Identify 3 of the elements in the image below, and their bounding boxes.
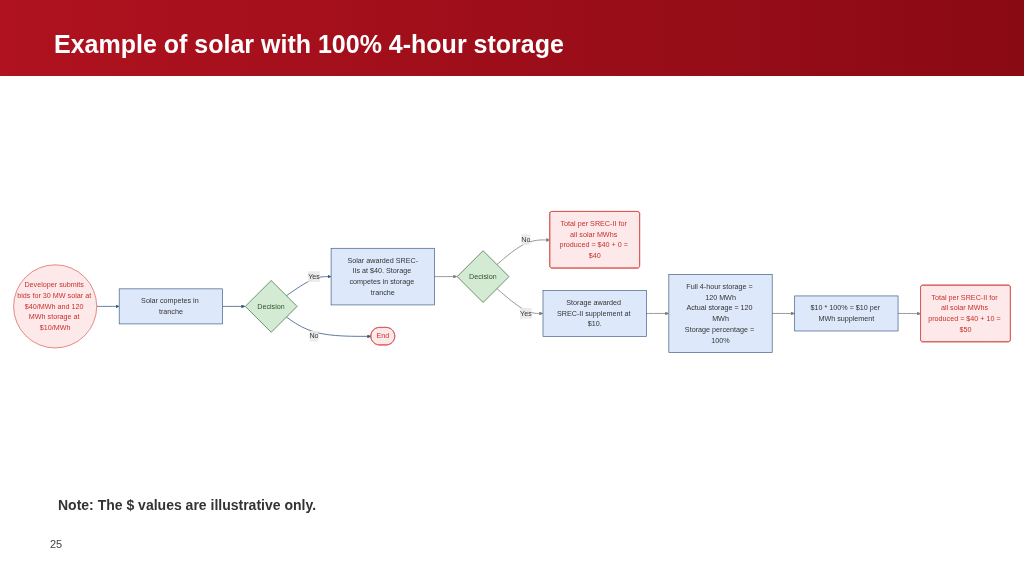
slide-title: Example of solar with 100% 4-hour storage xyxy=(54,30,564,59)
note-text: Note: The $ values are illustrative only. xyxy=(58,497,317,513)
page-number: 25 xyxy=(50,538,63,550)
